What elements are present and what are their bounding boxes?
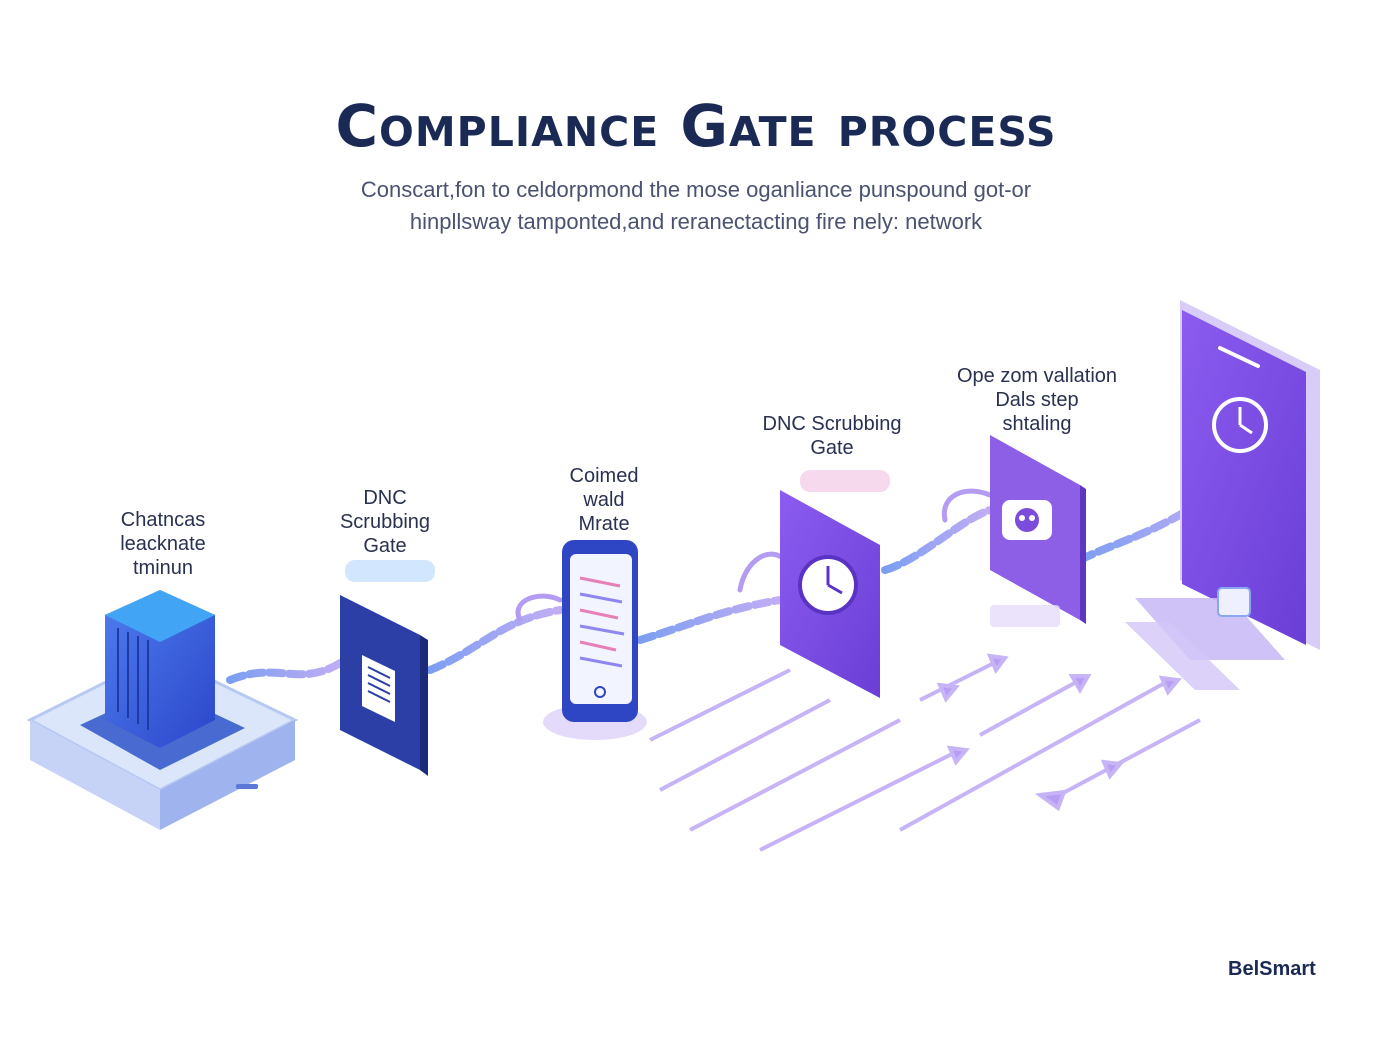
clock-icon	[780, 470, 890, 698]
stage-2-label-line-3: Gate	[363, 535, 407, 557]
server-base-icon	[26, 590, 299, 830]
stage-4-label-line-1: DNC Scrubbing	[762, 413, 902, 435]
stage-1-label-line-2: leacknate	[120, 533, 206, 555]
document-icon	[340, 560, 435, 776]
page-subtitle: Conscart,fon to celdorpmond the mose oga…	[296, 174, 1096, 238]
lock-badge-icon	[990, 435, 1086, 627]
stage-5-label-line-2: Dals step	[995, 389, 1079, 411]
stage-2-label-line-2: Scrubbing	[339, 511, 431, 533]
subtitle-line-1: Conscart,fon to celdorpmond the mose oga…	[360, 177, 1032, 202]
phone-clock-icon	[1125, 300, 1320, 690]
stage-4-label: DNC Scrubbing Gate	[742, 412, 922, 460]
page-title: Compliance Gate process	[335, 92, 1057, 160]
stage-5-label: Ope zom vallation Dals step shtaling	[937, 364, 1137, 436]
stage-4-label-line-2: Gate	[810, 437, 854, 459]
stage-1-label: Chatncas leacknate tminun	[88, 508, 238, 580]
stage-3-label-line-3: Mrate	[578, 513, 630, 535]
stage-2-label: DNC Scrubbing Gate	[310, 486, 460, 558]
subtitle-line-2: hinpllsway tamponted,and reranectacting …	[409, 209, 983, 234]
stage-3-label-line-1: Coimed	[569, 465, 639, 487]
stage-5-label-line-1: Ope zom vallation	[956, 365, 1118, 387]
stage-1-label-line-3: tminun	[132, 557, 194, 579]
stage-3-label-line-2: wald	[583, 489, 625, 511]
stage-1-label-line-1: Chatncas	[120, 509, 206, 531]
brand-logo: BelSmart	[1228, 958, 1316, 980]
flow-arrows	[649, 653, 1201, 852]
stage-2-label-line-1: DNC	[363, 487, 407, 509]
stage-5-label-line-3: shtaling	[1002, 413, 1072, 435]
phone-list-icon	[543, 540, 647, 740]
stage-3-label: Coimed wald Mrate	[529, 464, 679, 536]
